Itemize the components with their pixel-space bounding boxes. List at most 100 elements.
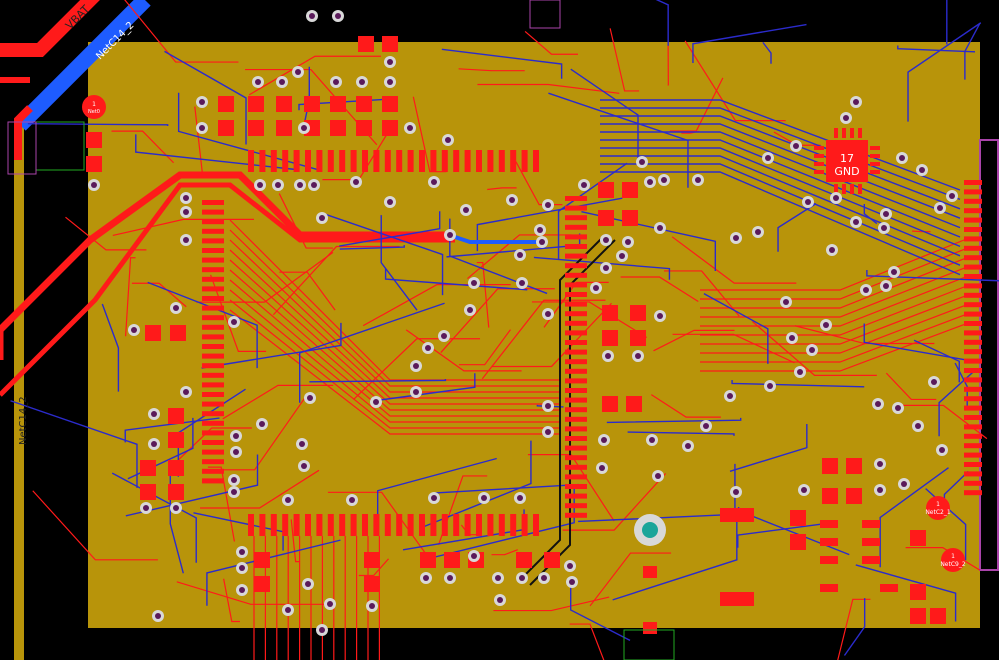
ic-pad-bottom[interactable] <box>316 514 323 536</box>
ic-pad-bottom[interactable] <box>384 514 391 536</box>
ic-pad-left[interactable] <box>202 286 224 292</box>
smd-pad[interactable] <box>602 396 618 412</box>
smd-pad[interactable] <box>330 120 346 136</box>
ic-pad-right[interactable] <box>565 407 587 413</box>
smd-pad[interactable] <box>276 96 292 112</box>
ic-pad-bottom[interactable] <box>430 514 437 536</box>
smd-pad[interactable] <box>820 556 838 564</box>
ic-pad-right[interactable] <box>565 378 587 384</box>
smd-pad[interactable] <box>790 534 806 550</box>
ic-pad-top[interactable] <box>384 150 391 172</box>
connector-pin[interactable] <box>964 292 982 298</box>
connector-pin[interactable] <box>964 274 982 279</box>
ic-pad-right[interactable] <box>565 445 587 451</box>
qfn-pad[interactable] <box>814 146 824 150</box>
smd-pad[interactable] <box>820 520 838 528</box>
ic-pad-top[interactable] <box>510 150 517 172</box>
ic-pad-right[interactable] <box>565 455 587 461</box>
ic-pad-left[interactable] <box>202 238 224 244</box>
connector-pin[interactable] <box>964 415 982 420</box>
ic-pad-right[interactable] <box>565 292 587 297</box>
qfn-pad[interactable] <box>814 170 824 174</box>
ic-pad-right[interactable] <box>565 330 587 336</box>
ic-pad-right[interactable] <box>565 301 587 307</box>
ic-pad-top[interactable] <box>453 150 460 172</box>
smd-pad[interactable] <box>602 305 618 321</box>
qfn-pad[interactable] <box>870 162 880 166</box>
smd-pad[interactable] <box>218 120 234 136</box>
connector-pin[interactable] <box>964 471 982 477</box>
smd-pad[interactable] <box>630 305 646 321</box>
smd-pad[interactable] <box>930 608 946 624</box>
ic-pad-top[interactable] <box>498 150 505 172</box>
ic-pad-left[interactable] <box>202 305 224 311</box>
ic-pad-left[interactable] <box>202 200 224 205</box>
ic-pad-left[interactable] <box>202 324 224 330</box>
smd-pad[interactable] <box>846 488 862 504</box>
ic-pad-left[interactable] <box>202 353 224 359</box>
ic-pad-top[interactable] <box>282 150 289 172</box>
connector-pin[interactable] <box>964 217 982 223</box>
ic-pad-top[interactable] <box>350 150 357 172</box>
ic-pad-left[interactable] <box>202 401 224 407</box>
smd-pad[interactable] <box>862 520 880 528</box>
smd-pad[interactable] <box>880 584 898 592</box>
ic-pad-bottom[interactable] <box>510 514 517 536</box>
smd-pad[interactable] <box>168 460 184 476</box>
ic-pad-bottom[interactable] <box>362 514 368 536</box>
ic-pad-left[interactable] <box>202 209 224 215</box>
smd-pad[interactable] <box>168 408 184 424</box>
ic-pad-right[interactable] <box>565 244 587 249</box>
ic-pad-bottom[interactable] <box>533 514 539 536</box>
ic-pad-right[interactable] <box>565 416 587 422</box>
ic-pad-bottom[interactable] <box>293 514 300 536</box>
ic-pad-top[interactable] <box>248 150 254 172</box>
ic-pad-bottom[interactable] <box>453 514 460 536</box>
qfn-pad[interactable] <box>814 162 824 166</box>
selected-short-trace[interactable] <box>454 235 540 244</box>
ic-pad-left[interactable] <box>202 228 224 234</box>
smd-pad[interactable] <box>820 538 838 546</box>
smd-pad[interactable] <box>248 120 264 136</box>
qfn-pad[interactable] <box>834 184 838 194</box>
ic-pad-top[interactable] <box>441 150 448 172</box>
ic-pad-top[interactable] <box>430 150 437 172</box>
ic-pad-top[interactable] <box>464 150 471 172</box>
ic-pad-right[interactable] <box>565 196 587 201</box>
qfn-pad[interactable] <box>850 128 854 138</box>
ic-pad-bottom[interactable] <box>407 514 414 536</box>
smd-pad[interactable] <box>626 396 642 412</box>
connector-pin[interactable] <box>964 339 982 345</box>
smd-pad[interactable] <box>330 96 346 112</box>
smd-pad[interactable] <box>420 552 436 568</box>
connector-pin[interactable] <box>964 433 982 439</box>
ic-pad-right[interactable] <box>565 484 587 489</box>
ic-pad-left[interactable] <box>202 430 224 436</box>
smd-pad[interactable] <box>598 210 614 226</box>
pad-c2[interactable]: 1 NetC2_1 <box>925 496 951 520</box>
copper-pour-left-strip[interactable] <box>14 120 24 660</box>
connector-pin[interactable] <box>964 480 982 486</box>
ic-pad-left[interactable] <box>202 219 224 225</box>
connector-pin[interactable] <box>964 452 982 458</box>
ic-pad-right[interactable] <box>565 215 587 221</box>
qfn-pad[interactable] <box>842 128 846 138</box>
ic-pad-left[interactable] <box>202 420 224 426</box>
smd-pad[interactable] <box>544 552 560 568</box>
ic-pad-bottom[interactable] <box>270 514 277 536</box>
test-point[interactable] <box>623 514 675 660</box>
smd-pad[interactable] <box>356 120 372 136</box>
connector-pin[interactable] <box>964 255 982 261</box>
ic-pad-right[interactable] <box>565 436 587 441</box>
ic-pad-top[interactable] <box>407 150 414 172</box>
smd-pad[interactable] <box>86 156 102 172</box>
copper-pour-bottom-strip[interactable] <box>88 610 196 628</box>
ic-pad-top[interactable] <box>521 150 528 172</box>
pad-c9[interactable]: 1 NetC9_2 <box>940 548 966 572</box>
qfn-pad[interactable] <box>814 154 824 158</box>
smd-pad[interactable] <box>862 556 880 564</box>
ic-pad-left[interactable] <box>202 315 224 321</box>
connector-pin[interactable] <box>964 208 982 214</box>
qfn-pad[interactable] <box>834 128 838 138</box>
connector-pin[interactable] <box>964 386 982 392</box>
